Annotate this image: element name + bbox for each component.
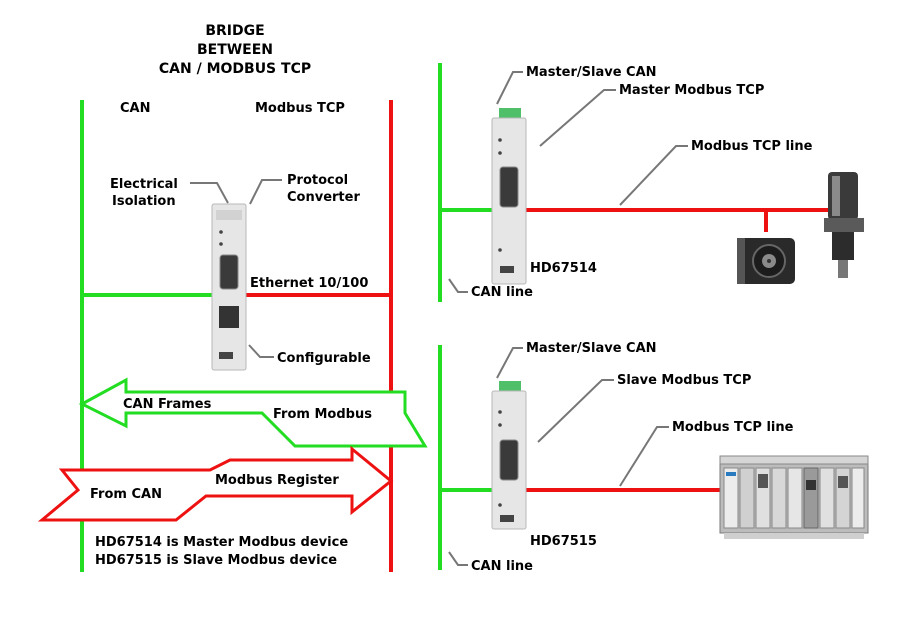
top-modbus-tcp-line-leader (619, 145, 688, 206)
title-line-1: BRIDGE (205, 23, 264, 39)
can-frames-arrow (78, 377, 428, 448)
modbus-register-label: Modbus Register (215, 473, 339, 488)
top-can-line-label: CAN line (471, 285, 533, 300)
from-modbus-label: From Modbus (273, 407, 372, 422)
master-modbus-tcp-label: Master Modbus TCP (619, 83, 764, 98)
title-line-2: BETWEEN (197, 42, 273, 58)
electrical-isolation-label-2: Isolation (112, 194, 176, 209)
master-modbus-tcp-leader (539, 89, 616, 147)
hd67515-label: HD67515 (530, 534, 597, 549)
protocol-converter-device (211, 203, 247, 371)
configurable-label: Configurable (277, 351, 371, 366)
slave-modbus-tcp-label: Slave Modbus TCP (617, 373, 751, 388)
top-master-slave-can-leader (496, 71, 523, 105)
can-frames-label: CAN Frames (123, 397, 212, 412)
bottom-master-slave-can-label: Master/Slave CAN (526, 341, 657, 356)
plc-rack-device (719, 455, 869, 539)
protocol-converter-label-1: Protocol (287, 173, 348, 188)
bottom-modbus-tcp-line-leader (619, 426, 669, 487)
modbus-register-arrow (37, 445, 394, 522)
note-slave: HD67515 is Slave Modbus device (95, 553, 337, 568)
top-can-line-leader (448, 278, 468, 293)
electrical-isolation-leader (190, 182, 229, 204)
electrical-isolation-label-1: Electrical (110, 177, 178, 192)
configurable-leader (248, 344, 274, 358)
linear-sensor-device (824, 172, 864, 278)
modbus-tcp-label: Modbus TCP (255, 101, 345, 116)
top-modbus-tcp-line-label: Modbus TCP line (691, 139, 813, 154)
can-label: CAN (120, 101, 150, 116)
bottom-can-line-label: CAN line (471, 559, 533, 574)
slave-modbus-tcp-leader (537, 379, 614, 443)
bottom-can-line-leader (448, 551, 468, 566)
hd67515-device (491, 381, 527, 530)
encoder-device (737, 238, 795, 284)
from-can-label: From CAN (90, 487, 162, 502)
title-line-3: CAN / MODBUS TCP (159, 61, 311, 77)
bottom-master-slave-can-leader (496, 347, 523, 379)
hd67514-label: HD67514 (530, 261, 597, 276)
top-master-slave-can-label: Master/Slave CAN (526, 65, 657, 80)
bottom-modbus-tcp-line-label: Modbus TCP line (672, 420, 794, 435)
hd67514-device (491, 108, 527, 285)
protocol-converter-label-2: Converter (287, 190, 360, 205)
protocol-converter-leader (249, 179, 282, 205)
ethernet-label: Ethernet 10/100 (250, 276, 368, 291)
note-master: HD67514 is Master Modbus device (95, 535, 348, 550)
